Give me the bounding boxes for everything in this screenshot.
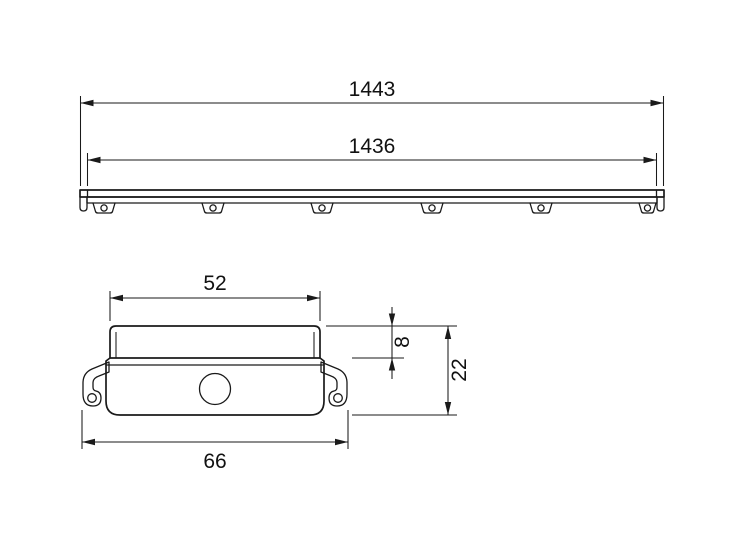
mounting-tab-1: [92, 202, 116, 214]
dim-label-total-height: 22: [448, 358, 471, 381]
drain-outlet-circle: [198, 372, 232, 406]
tab-hole: [428, 204, 436, 212]
arrowhead-down: [444, 402, 452, 415]
arrowhead-left: [110, 294, 123, 302]
end-cap-left: [79, 196, 88, 212]
mounting-tab-6: [638, 202, 657, 214]
dim-cover-height: 8: [326, 307, 457, 379]
clip-outline: [320, 361, 348, 407]
channel-tub: [105, 357, 325, 416]
tab-hole: [209, 204, 217, 212]
tab-outline: [420, 202, 444, 214]
dim-overall-length: 1443: [79, 78, 665, 186]
tab-hole: [318, 204, 326, 212]
mounting-tab-5: [529, 202, 553, 214]
clip-hole: [333, 393, 343, 403]
end-cap-right: [656, 196, 665, 212]
arrowhead-right: [335, 438, 348, 446]
tab-outline: [201, 202, 225, 214]
dim-label-cover-width: 52: [203, 272, 226, 295]
arrowhead-left: [87, 156, 101, 164]
tab-hole: [643, 204, 652, 212]
arrowhead-down: [388, 313, 396, 326]
arrowhead-left: [82, 438, 95, 446]
mounting-tab-3: [310, 202, 334, 214]
clip-left: [82, 361, 110, 407]
tab-hole: [537, 204, 545, 212]
tab-hole: [100, 204, 108, 212]
channel-band: [86, 196, 658, 204]
arrowhead-up: [388, 358, 396, 371]
cover-outline: [109, 325, 321, 359]
arrowhead-right: [643, 156, 657, 164]
tab-outline: [638, 202, 657, 214]
cross-section-view: 52 8: [81, 272, 471, 473]
dim-total-height: 22: [352, 326, 471, 416]
arrowhead-left: [80, 99, 94, 107]
mounting-tab-2: [201, 202, 225, 214]
dim-label-base-width: 66: [203, 450, 226, 473]
tab-outline: [529, 202, 553, 214]
tab-outline: [92, 202, 116, 214]
channel-body: [105, 357, 325, 416]
mounting-tab-4: [420, 202, 444, 214]
arrowhead-right: [650, 99, 664, 107]
channel-rim: [79, 189, 665, 198]
dim-inner-length: 1436: [86, 135, 658, 186]
dim-label-overall-length: 1443: [349, 78, 396, 101]
clip-hole: [87, 393, 97, 403]
side-elevation-view: 1443 1436: [79, 78, 665, 214]
dim-cover-width: 52: [109, 272, 321, 321]
dim-label-cover-height: 8: [391, 336, 414, 348]
clip-right: [320, 361, 348, 407]
dim-label-inner-length: 1436: [349, 135, 396, 158]
cover-profile: [109, 325, 321, 359]
channel-side-profile: [79, 189, 665, 214]
tab-outline: [310, 202, 334, 214]
dim-base-width: 66: [81, 410, 349, 473]
arrowhead-up: [444, 326, 452, 339]
arrowhead-right: [307, 294, 320, 302]
clip-outline: [82, 361, 110, 407]
